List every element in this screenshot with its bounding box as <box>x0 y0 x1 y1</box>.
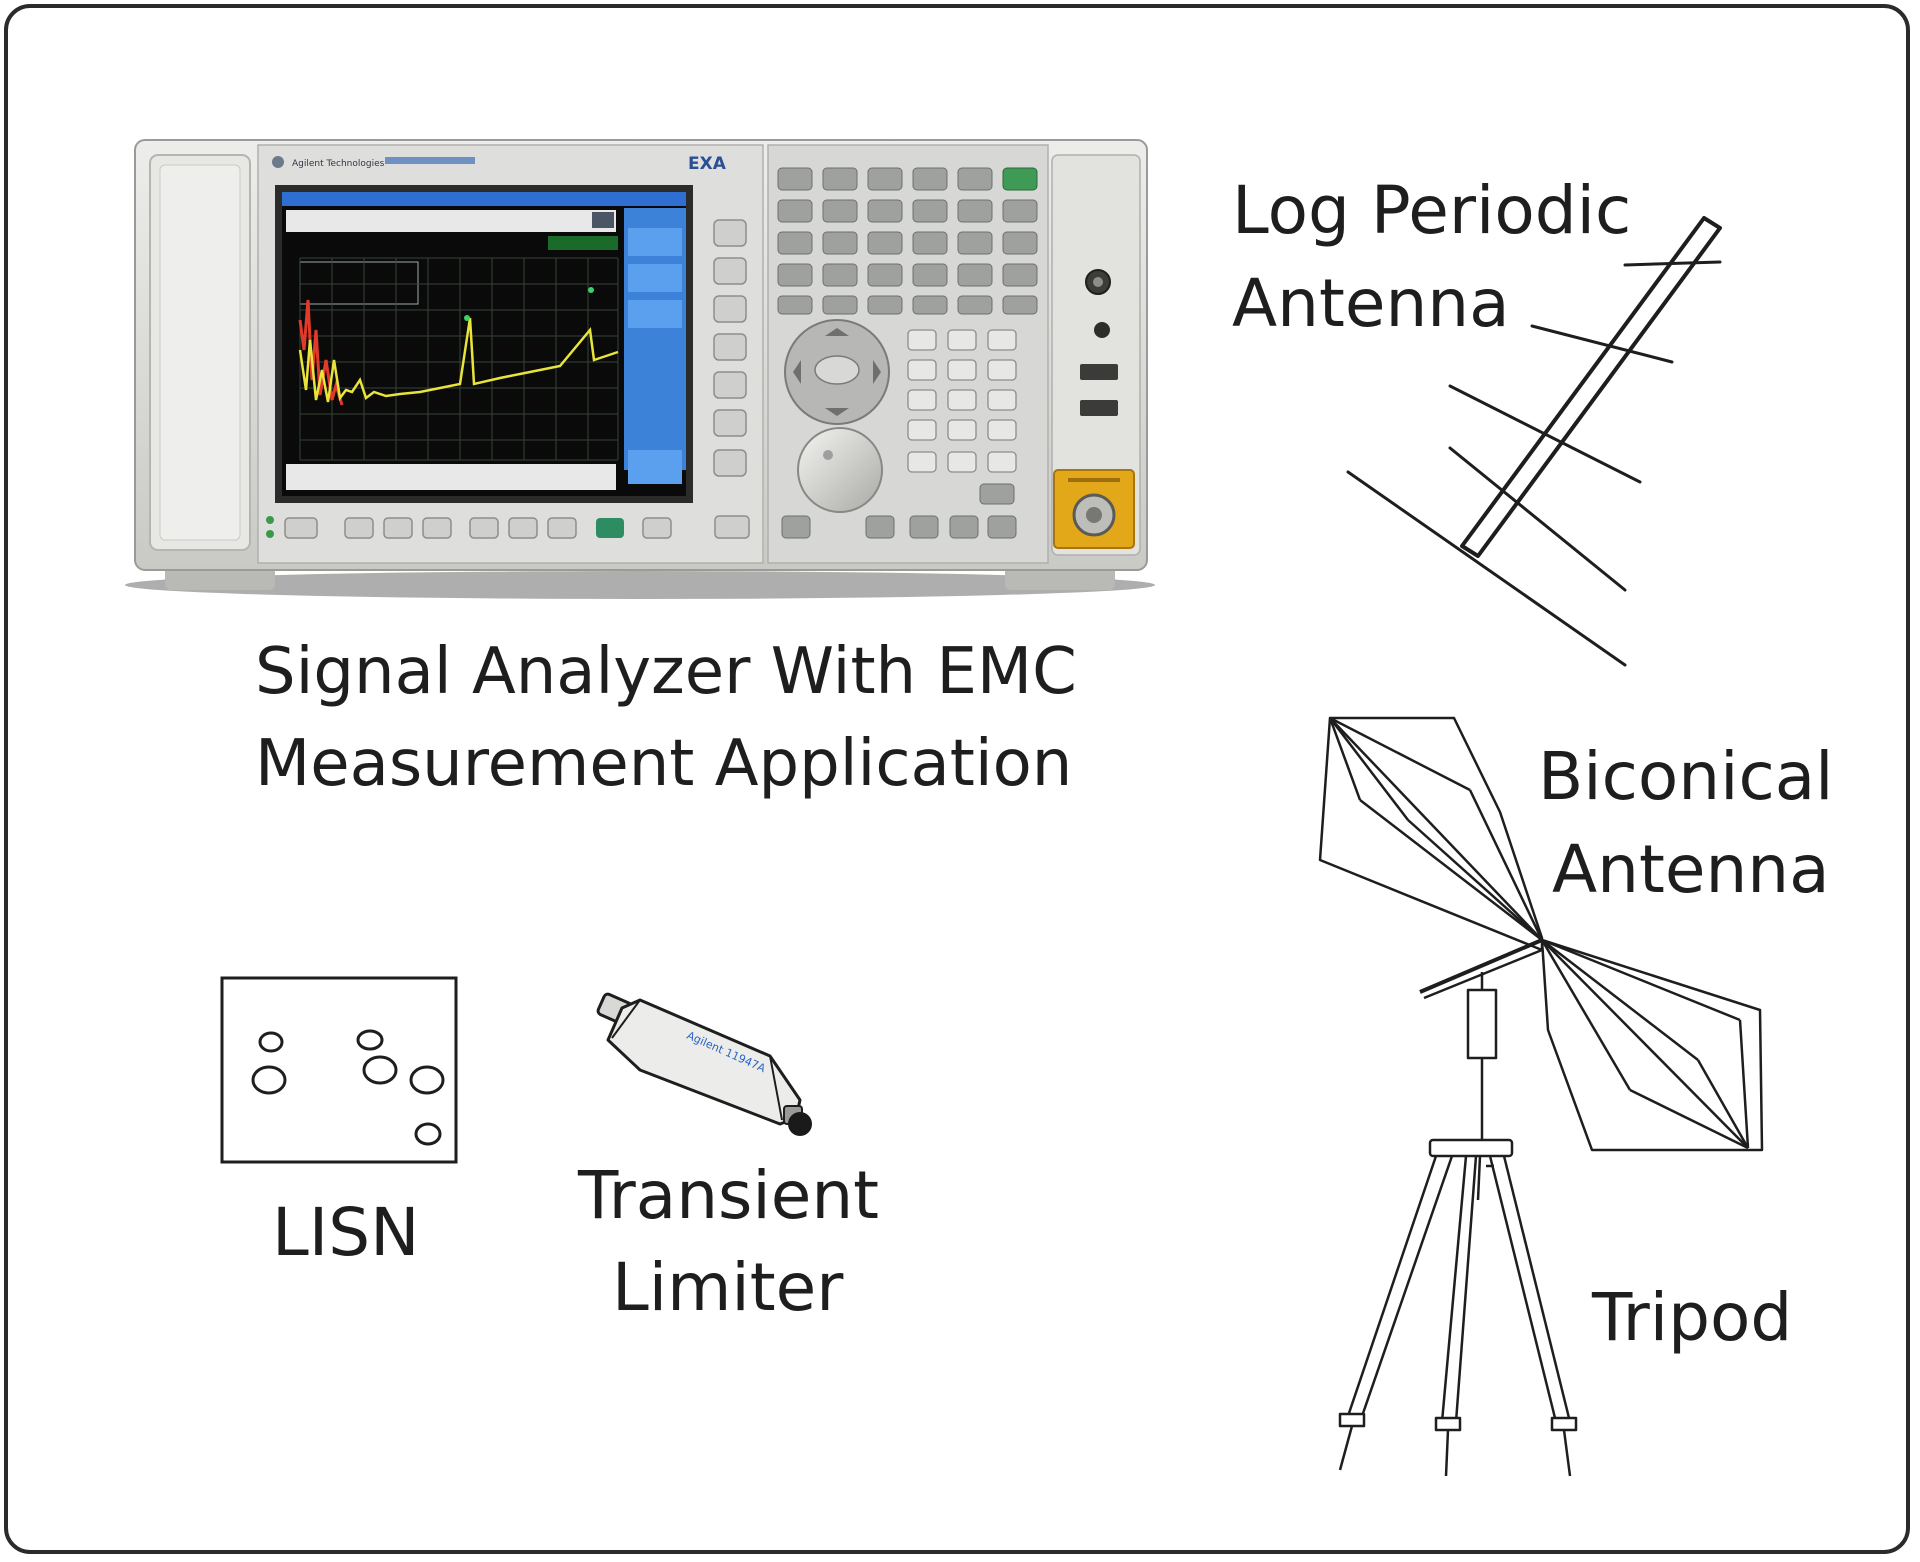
signal-analyzer-label-1: Signal Analyzer With EMC <box>255 635 1077 709</box>
log-periodic-label-1: Log Periodic <box>1232 172 1631 249</box>
log-periodic-label-2: Antenna <box>1232 265 1510 342</box>
softkeys <box>713 219 747 477</box>
yellow-trace <box>298 317 619 403</box>
signal-analyzer-image: Agilent Technologies EXA <box>125 139 1155 599</box>
biconical-label-1: Biconical <box>1538 738 1834 815</box>
log-periodic-antenna <box>1346 216 1722 667</box>
numeric-keypad <box>907 329 1017 473</box>
rotary-knob <box>797 427 883 513</box>
lower-keys <box>781 483 1017 539</box>
labels: Signal Analyzer With EMC Measurement App… <box>255 172 1834 1356</box>
biconical-antenna <box>1318 716 1764 1152</box>
transient-limiter: Agilent 11947A <box>596 992 812 1136</box>
signal-analyzer-label-2: Measurement Application <box>255 727 1072 801</box>
brand-text: Agilent Technologies <box>292 159 385 169</box>
lisn-label: LISN <box>272 1194 420 1271</box>
transient-label-2: Limiter <box>612 1249 844 1326</box>
biconical-label-2: Antenna <box>1552 831 1830 908</box>
bottom-buttons <box>284 515 750 539</box>
function-keys <box>777 167 1038 315</box>
analyzer-screen <box>282 192 686 496</box>
lisn-box <box>220 976 458 1164</box>
red-trace <box>298 299 344 406</box>
transient-label-1: Transient <box>577 1157 879 1234</box>
tripod-label: Tripod <box>1591 1279 1792 1356</box>
model-badge: EXA <box>688 154 727 174</box>
screen-grid <box>299 257 619 461</box>
tripod <box>1338 972 1578 1477</box>
arrow-pad <box>784 319 890 425</box>
